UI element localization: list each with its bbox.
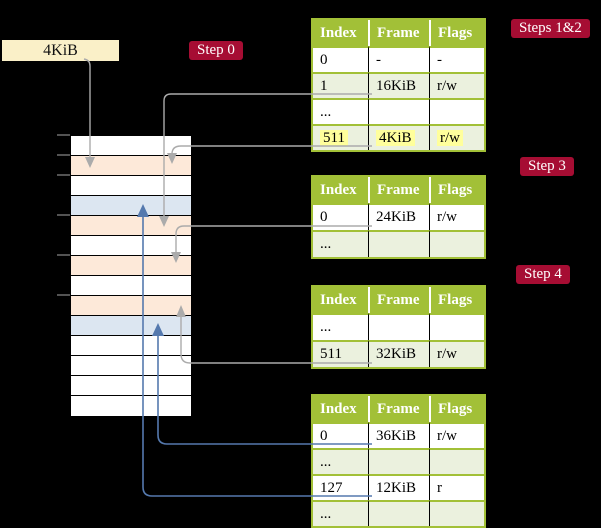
table-cell: 0 [313, 203, 368, 230]
frame-label: 4KiB [43, 42, 78, 59]
table-cell: ... [313, 98, 368, 124]
memory-row-data [71, 316, 191, 336]
table-row: 0-- [313, 46, 484, 72]
col-header-frame: Frame [368, 20, 429, 46]
frame-label-box: 4KiB [2, 40, 119, 61]
table-row: ... [313, 313, 484, 340]
col-header-index: Index [313, 287, 368, 313]
table-cell: 32KiB [368, 340, 429, 367]
table-cell [429, 448, 484, 474]
col-header-flags: Flags [429, 287, 484, 313]
memory-row-plain [71, 396, 191, 416]
table-cell [429, 500, 484, 526]
table-cell [368, 448, 429, 474]
memory-row-plain [71, 236, 191, 256]
table-cell: 0 [313, 422, 368, 448]
table-cell [368, 313, 429, 340]
table-cell: 127 [313, 474, 368, 500]
memory-row-plain [71, 336, 191, 356]
table-cell [368, 98, 429, 124]
memory-row-plain [71, 136, 191, 156]
col-header-frame: Frame [368, 287, 429, 313]
table-cell: r/w [429, 203, 484, 230]
col-header-frame: Frame [368, 177, 429, 203]
table-cell [429, 313, 484, 340]
badge-steps-1-2: Steps 1&2 [511, 19, 590, 38]
table-cell: ... [313, 313, 368, 340]
highlighted-value: 511 [320, 129, 348, 146]
memory-row-plain [71, 356, 191, 376]
table-cell: 0 [313, 46, 368, 72]
table-cell: ... [313, 230, 368, 257]
memory-row-page-table [71, 296, 191, 316]
table-cell [368, 500, 429, 526]
memory-row-data [71, 196, 191, 216]
memory-row-page-table [71, 156, 191, 176]
table-cell: 12KiB [368, 474, 429, 500]
table-row: ... [313, 230, 484, 257]
table-row: ... [313, 448, 484, 474]
table-cell: - [368, 46, 429, 72]
col-header-index: Index [313, 396, 368, 422]
table-cell: r/w [429, 422, 484, 448]
col-header-index: Index [313, 20, 368, 46]
table-cell [429, 98, 484, 124]
badge-step-0: Step 0 [189, 41, 243, 60]
col-header-flags: Flags [429, 20, 484, 46]
table-cell: 511 [313, 340, 368, 367]
table-cell: 24KiB [368, 203, 429, 230]
col-header-flags: Flags [429, 396, 484, 422]
col-header-frame: Frame [368, 396, 429, 422]
table-cell: 36KiB [368, 422, 429, 448]
memory-row-plain [71, 276, 191, 296]
table-cell: r [429, 474, 484, 500]
table-cell: r/w [429, 72, 484, 98]
table-cell: r/w [429, 340, 484, 367]
table-row: ... [313, 98, 484, 124]
memory-row-plain [71, 376, 191, 396]
memory-tick-marks [57, 134, 70, 296]
badge-step-3: Step 3 [520, 157, 574, 176]
memory-row-page-table [71, 256, 191, 276]
highlighted-value: r/w [437, 129, 463, 146]
highlighted-value: 4KiB [376, 129, 415, 146]
table-cell [429, 230, 484, 257]
memory-row-plain [71, 176, 191, 196]
table-row: ... [313, 500, 484, 526]
physical-memory-column [70, 135, 192, 417]
table-cell: r/w [429, 124, 484, 150]
table-cell: ... [313, 448, 368, 474]
table-cell [368, 230, 429, 257]
table-cell: - [429, 46, 484, 72]
table-cell: ... [313, 500, 368, 526]
table-cell: 16KiB [368, 72, 429, 98]
col-header-flags: Flags [429, 177, 484, 203]
table-cell: 511 [313, 124, 368, 150]
badge-step-4: Step 4 [516, 265, 570, 284]
table-cell: 1 [313, 72, 368, 98]
col-header-index: Index [313, 177, 368, 203]
table-row: 511 4KiB r/w [313, 124, 484, 150]
table-cell: 4KiB [368, 124, 429, 150]
memory-row-page-table [71, 216, 191, 236]
